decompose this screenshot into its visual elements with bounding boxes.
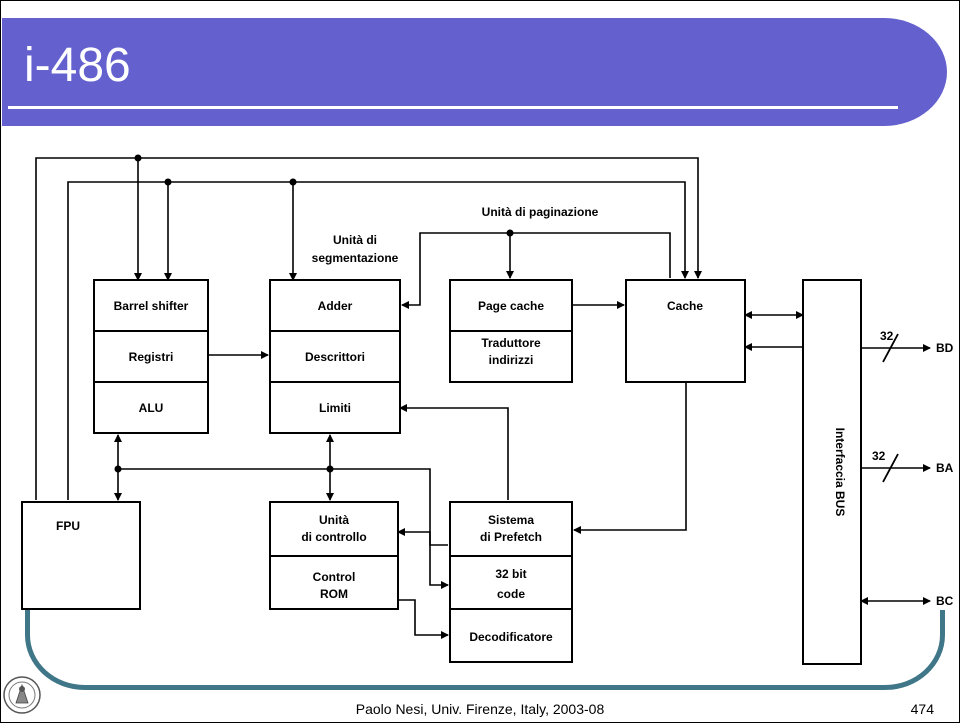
label-page-cache: Page cache — [478, 299, 544, 313]
wire-cache-prefetch — [573, 382, 687, 534]
label-segmentation-unit-2: segmentazione — [312, 251, 399, 265]
wire-prefetch-control — [397, 528, 448, 546]
footer-credit: Paolo Nesi, Univ. Firenze, Italy, 2003-0… — [355, 701, 605, 717]
label-ba: BA — [936, 461, 954, 475]
wire-paging-adder — [401, 232, 671, 309]
slide-title: i-486 — [24, 39, 131, 92]
label-bd-width: 32 — [880, 329, 894, 343]
block-bus-interface — [802, 279, 862, 665]
label-traduttore-2: indirizzi — [489, 353, 534, 367]
label-paging-unit: Unità di paginazione — [482, 205, 599, 219]
label-decodificatore: Decodificatore — [469, 630, 553, 644]
block-fpu — [21, 501, 141, 610]
block-cache — [625, 279, 746, 383]
label-control-unit-2: di controllo — [301, 530, 366, 544]
title-underline — [8, 106, 898, 109]
label-control-unit-1: Unità — [319, 513, 349, 527]
wire-top-bus-2 — [67, 181, 689, 500]
label-alu: ALU — [139, 401, 164, 415]
wire-prefetch-limiti — [399, 404, 509, 500]
label-bc: BC — [936, 594, 954, 608]
label-code-2: code — [497, 587, 525, 601]
label-fpu: FPU — [56, 519, 80, 533]
label-prefetch-2: di Prefetch — [480, 530, 542, 544]
label-control-rom-2: ROM — [320, 587, 348, 601]
block-segmentation-unit — [269, 279, 401, 434]
wire-top-bus-1 — [35, 157, 702, 500]
label-bd: BD — [936, 341, 954, 355]
label-descrittori: Descrittori — [305, 350, 365, 364]
label-prefetch-1: Sistema — [488, 513, 534, 527]
slide-footer: Paolo Nesi, Univ. Firenze, Italy, 2003-0… — [0, 699, 960, 719]
university-seal-icon — [3, 676, 41, 714]
label-limiti: Limiti — [319, 401, 351, 415]
page-number: 474 — [910, 701, 934, 717]
label-traduttore-1: Traduttore — [481, 336, 541, 350]
wire-internal-bus — [118, 468, 449, 589]
block-prefetch-unit — [449, 501, 573, 663]
label-adder: Adder — [318, 299, 353, 313]
label-control-rom-1: Control — [313, 570, 356, 584]
bottom-decoration — [25, 610, 945, 690]
wire-rom-decoder — [398, 599, 449, 639]
label-barrel-shifter: Barrel shifter — [114, 299, 189, 313]
label-code-1: 32 bit — [495, 567, 526, 581]
label-ba-width: 32 — [872, 449, 886, 463]
label-cache: Cache — [667, 299, 703, 313]
label-bus-interface: Interfaccia BUS — [833, 428, 847, 517]
label-segmentation-unit-1: Unità di — [333, 233, 377, 247]
label-registri: Registri — [129, 350, 174, 364]
block-execution-unit — [93, 279, 209, 434]
